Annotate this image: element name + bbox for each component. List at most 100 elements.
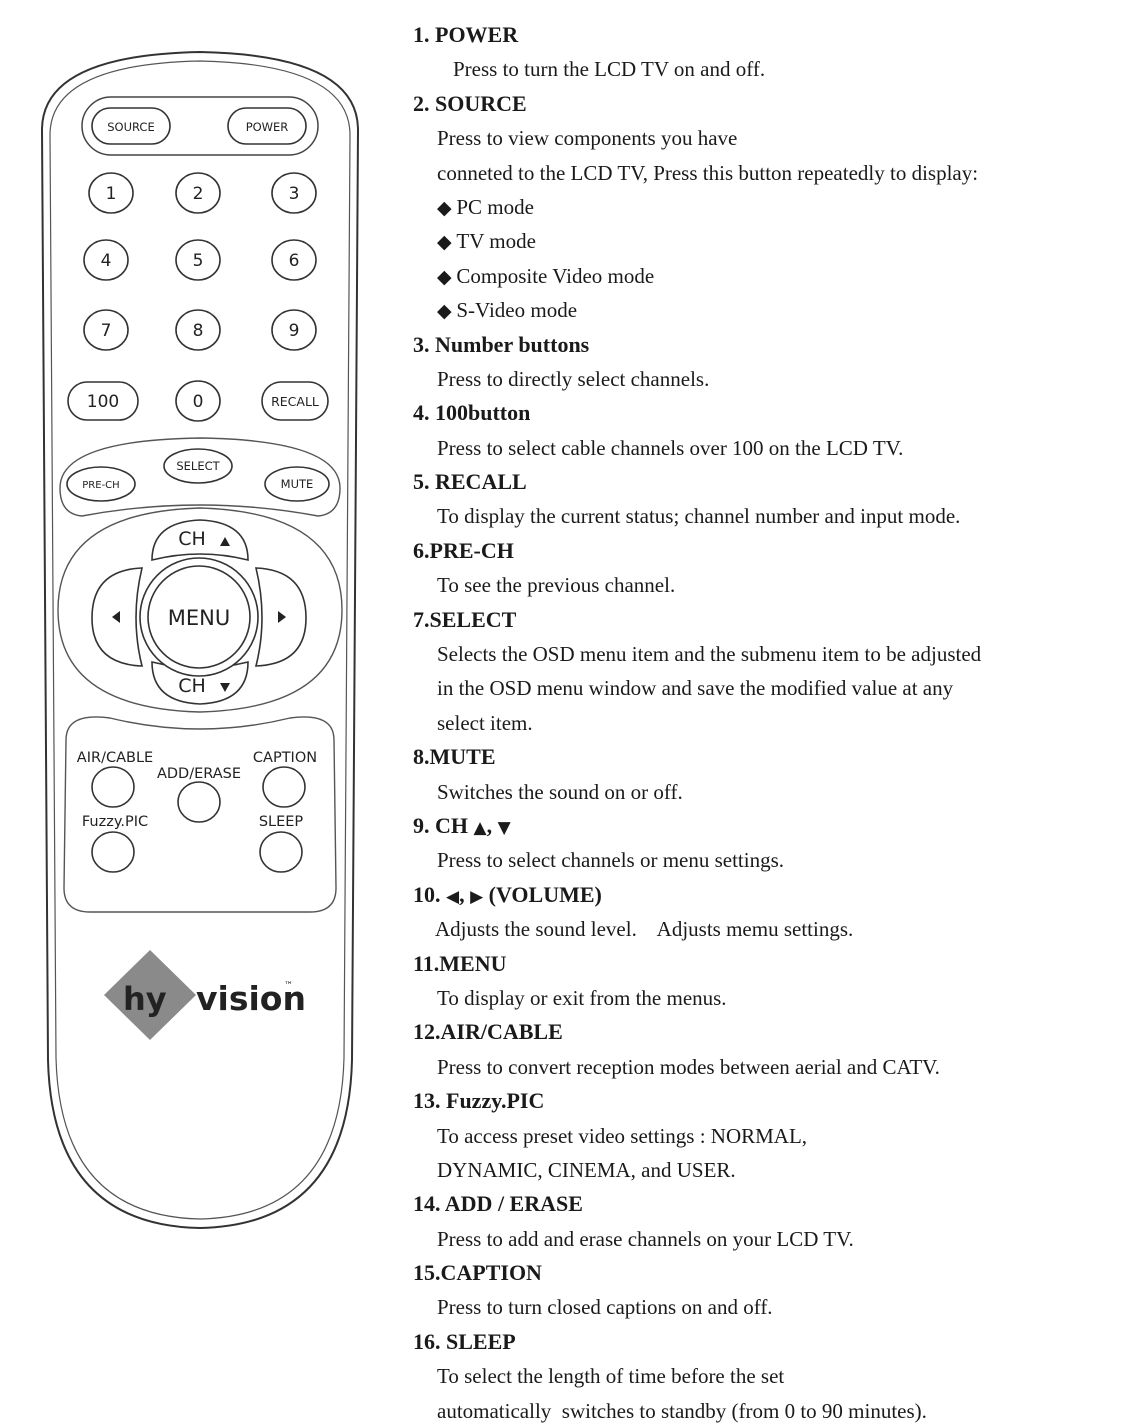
pre-ch-button[interactable]: PRE-CH <box>66 466 136 502</box>
hyvision-logo: hy vision ™ <box>104 950 306 1040</box>
section-text: Press to turn the LCD TV on and off. <box>453 57 766 82</box>
section-text: in the OSD menu window and save the modi… <box>437 676 954 701</box>
menu-button[interactable]: MENU <box>139 557 259 677</box>
svg-text:1: 1 <box>106 184 117 204</box>
button-descriptions: 1. POWER Press to turn the LCD TV on and… <box>413 18 1128 1428</box>
svg-text:3: 3 <box>289 184 300 204</box>
digit-button-7[interactable]: 7 <box>83 309 129 351</box>
caption-button[interactable] <box>262 766 306 808</box>
section-source: 2. SOURCE Press to view components you h… <box>413 87 1128 328</box>
section-text: To select the length of time before the … <box>437 1364 785 1389</box>
svg-text:7: 7 <box>101 321 112 341</box>
svg-text:4: 4 <box>101 251 112 271</box>
section-text: Adjusts the sound level. Adjusts memu se… <box>435 917 854 942</box>
section-title: 8.MUTE <box>413 744 496 770</box>
section-title: 3. Number buttons <box>413 331 590 357</box>
section-title: 4. 100button <box>413 400 531 426</box>
channel-down-button[interactable]: CH <box>151 660 249 705</box>
section-text: To display or exit from the menus. <box>437 985 727 1010</box>
triangle-left-icon <box>112 611 120 623</box>
fuzzy-pic-label: Fuzzy.PIC <box>82 814 148 830</box>
volume-down-button[interactable] <box>91 567 144 667</box>
section-title: 6.PRE-CH <box>413 537 514 563</box>
air-cable-label: AIR/CABLE <box>77 750 153 766</box>
section-fuzzy-pic: 13. Fuzzy.PIC To access preset video set… <box>413 1084 1128 1187</box>
section-text: Press to directly select channels. <box>437 366 710 391</box>
section-channel: 9. CH ▲, ▼ Press to select channels or m… <box>413 809 1128 878</box>
power-button[interactable]: POWER <box>227 107 307 145</box>
triangle-up-icon: ▲ <box>473 817 487 838</box>
section-text: Press to add and erase channels on your … <box>437 1226 854 1251</box>
svg-text:CH: CH <box>178 675 206 697</box>
section-select: 7.SELECT Selects the OSD menu item and t… <box>413 603 1128 741</box>
digit-button-0[interactable]: 0 <box>175 380 221 422</box>
triangle-down-icon: ▼ <box>497 817 511 838</box>
triangle-right-icon: ▶ <box>470 886 484 907</box>
digit-button-9[interactable]: 9 <box>271 309 317 351</box>
section-title: 12.AIR/CABLE <box>413 1019 563 1045</box>
lower-function-housing <box>63 716 337 913</box>
section-text: Press to turn closed captions on and off… <box>437 1295 773 1320</box>
section-text: Press to view components you have <box>437 126 738 151</box>
digit-button-2[interactable]: 2 <box>175 172 221 214</box>
section-recall: 5. RECALL To display the current status;… <box>413 465 1128 534</box>
svg-text:SOURCE: SOURCE <box>107 120 154 134</box>
svg-text:RECALL: RECALL <box>271 394 319 409</box>
section-air-cable: 12.AIR/CABLE Press to convert reception … <box>413 1015 1128 1084</box>
svg-text:vision: vision <box>196 979 306 1018</box>
digit-button-4[interactable]: 4 <box>83 239 129 281</box>
add-erase-label: ADD/ERASE <box>157 766 241 782</box>
source-button[interactable]: SOURCE <box>91 107 171 145</box>
section-add-erase: 14. ADD / ERASE Press to add and erase c… <box>413 1187 1128 1256</box>
title-text: (VOLUME) <box>483 881 602 907</box>
remote-body-outline <box>40 50 360 1230</box>
digit-button-5[interactable]: 5 <box>175 239 221 281</box>
source-power-housing <box>81 96 319 156</box>
section-mute: 8.MUTE Switches the sound on or off. <box>413 740 1128 809</box>
svg-text:6: 6 <box>289 251 300 271</box>
volume-up-button[interactable] <box>254 567 307 667</box>
section-title: 2. SOURCE <box>413 90 527 116</box>
section-title: 15.CAPTION <box>413 1260 542 1286</box>
triangle-down-icon <box>220 683 230 692</box>
title-separator: , <box>486 812 498 838</box>
function-row-housing <box>59 437 341 517</box>
svg-text:POWER: POWER <box>246 120 289 134</box>
bullet-item: S-Video mode <box>437 293 1128 327</box>
sleep-button[interactable] <box>259 831 303 873</box>
section-title: 7.SELECT <box>413 606 517 632</box>
select-button[interactable]: SELECT <box>163 448 233 484</box>
svg-text:MENU: MENU <box>168 606 230 630</box>
svg-text:SELECT: SELECT <box>176 459 220 473</box>
triangle-up-icon <box>220 537 230 546</box>
digit-button-8[interactable]: 8 <box>175 309 221 351</box>
digit-button-6[interactable]: 6 <box>271 239 317 281</box>
fuzzy-pic-button[interactable] <box>91 831 135 873</box>
section-text: select item. <box>437 710 533 735</box>
remote-body-inner-outline <box>49 60 351 1220</box>
air-cable-button[interactable] <box>91 766 135 808</box>
section-text: To see the previous channel. <box>437 573 676 598</box>
svg-text:MUTE: MUTE <box>281 477 314 491</box>
section-power: 1. POWER Press to turn the LCD TV on and… <box>413 18 1128 87</box>
digit-button-1[interactable]: 1 <box>88 172 134 214</box>
section-caption: 15.CAPTION Press to turn closed captions… <box>413 1256 1128 1325</box>
section-100button: 4. 100button Press to select cable chann… <box>413 396 1128 465</box>
hundred-button[interactable]: 100 <box>67 381 139 421</box>
section-volume: 10. ◀, ▶ (VOLUME) Adjusts the sound leve… <box>413 878 1128 947</box>
svg-text:PRE-CH: PRE-CH <box>82 480 119 491</box>
channel-up-button[interactable]: CH <box>151 519 249 562</box>
mute-button[interactable]: MUTE <box>264 466 330 502</box>
logo-diamond <box>104 950 196 1040</box>
recall-button[interactable]: RECALL <box>261 381 329 421</box>
svg-text:0: 0 <box>193 392 204 412</box>
title-text: 10. <box>413 881 446 907</box>
section-number-buttons: 3. Number buttons Press to directly sele… <box>413 328 1128 397</box>
section-text: To access preset video settings : NORMAL… <box>437 1123 808 1148</box>
svg-text:5: 5 <box>193 251 204 271</box>
add-erase-button[interactable] <box>177 781 221 823</box>
section-text: DYNAMIC, CINEMA, and USER. <box>437 1157 736 1182</box>
bullet-item: TV mode <box>437 224 1128 258</box>
digit-button-3[interactable]: 3 <box>271 172 317 214</box>
svg-text:8: 8 <box>193 321 204 341</box>
